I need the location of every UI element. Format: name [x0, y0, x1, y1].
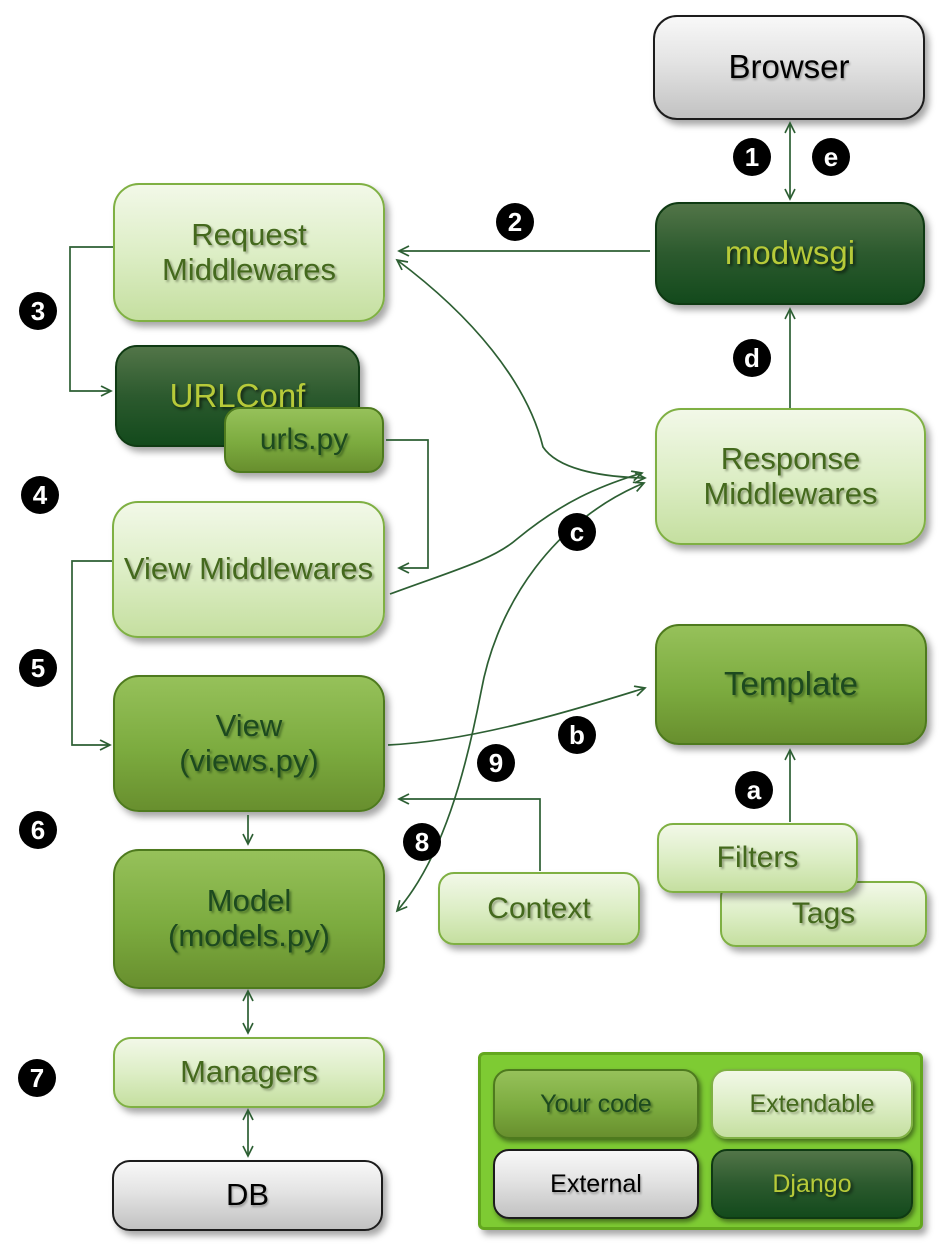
node-request-middlewares-label: Request Middlewares: [161, 216, 336, 287]
node-template-label: Template: [724, 665, 858, 703]
edge-b-view-template: [387, 688, 645, 746]
node-response-middlewares: Response Middlewares: [655, 408, 926, 545]
badge-step-d: d: [733, 339, 771, 377]
legend-extendable-label: Extendable: [749, 1090, 875, 1118]
badge-step-e: e: [812, 138, 850, 176]
node-filters-label: Filters: [716, 841, 799, 875]
node-model: Model (models.py): [113, 849, 385, 989]
edge-3-request-middlewares-urlconf: [69, 246, 113, 391]
legend-your-code: Your code: [493, 1069, 699, 1139]
node-urls-py: urls.py: [224, 407, 384, 473]
badge-step-6: 6: [19, 811, 57, 849]
edge-5-view-middlewares-view: [71, 560, 112, 745]
node-db-label: DB: [225, 1177, 270, 1213]
legend-django-label: Django: [772, 1170, 852, 1198]
node-modwsgi: modwsgi: [655, 202, 925, 305]
badge-step-3: 3: [19, 292, 57, 330]
edge-c-view-middlewares-response-middlewares: [389, 473, 642, 595]
node-modwsgi-label: modwsgi: [724, 234, 856, 272]
edge-4-urlspy-view-middlewares: [386, 439, 429, 568]
node-browser-label: Browser: [728, 48, 850, 86]
node-view: View (views.py): [113, 675, 385, 812]
legend-external-label: External: [550, 1170, 642, 1198]
node-model-label: Model: [206, 883, 292, 919]
node-view-label: View: [215, 707, 283, 743]
node-filters: Filters: [657, 823, 858, 893]
node-managers-label: Managers: [180, 1054, 318, 1090]
node-template: Template: [655, 624, 927, 745]
legend-django: Django: [711, 1149, 913, 1219]
legend-external: External: [493, 1149, 699, 1219]
badge-step-9: 9: [477, 744, 515, 782]
node-context: Context: [438, 872, 640, 945]
node-context-label: Context: [487, 891, 591, 925]
badge-step-c: c: [558, 513, 596, 551]
node-view-sublabel: (views.py): [179, 742, 319, 778]
legend: Your code Extendable External Django: [478, 1052, 923, 1230]
badge-step-1: 1: [733, 138, 771, 176]
node-response-middlewares-label: Response Middlewares: [703, 440, 878, 511]
legend-your-code-label: Your code: [540, 1090, 652, 1118]
node-urls-py-label: urls.py: [259, 423, 349, 457]
badge-step-7: 7: [18, 1059, 56, 1097]
node-managers: Managers: [113, 1037, 385, 1108]
badge-step-b: b: [558, 716, 596, 754]
node-view-middlewares-label: View Middlewares: [123, 551, 374, 587]
node-view-middlewares: View Middlewares: [112, 501, 385, 638]
node-db: DB: [112, 1160, 383, 1231]
node-tags-label: Tags: [791, 897, 856, 931]
badge-step-8: 8: [403, 823, 441, 861]
badge-step-4: 4: [21, 476, 59, 514]
legend-extendable: Extendable: [711, 1069, 913, 1139]
badge-step-5: 5: [19, 649, 57, 687]
badge-step-a: a: [735, 771, 773, 809]
badge-step-2: 2: [496, 203, 534, 241]
node-request-middlewares: Request Middlewares: [113, 183, 385, 322]
node-model-sublabel: (models.py): [168, 918, 330, 953]
node-browser: Browser: [653, 15, 925, 120]
edge-curve-request-response-middlewares: [397, 260, 645, 478]
